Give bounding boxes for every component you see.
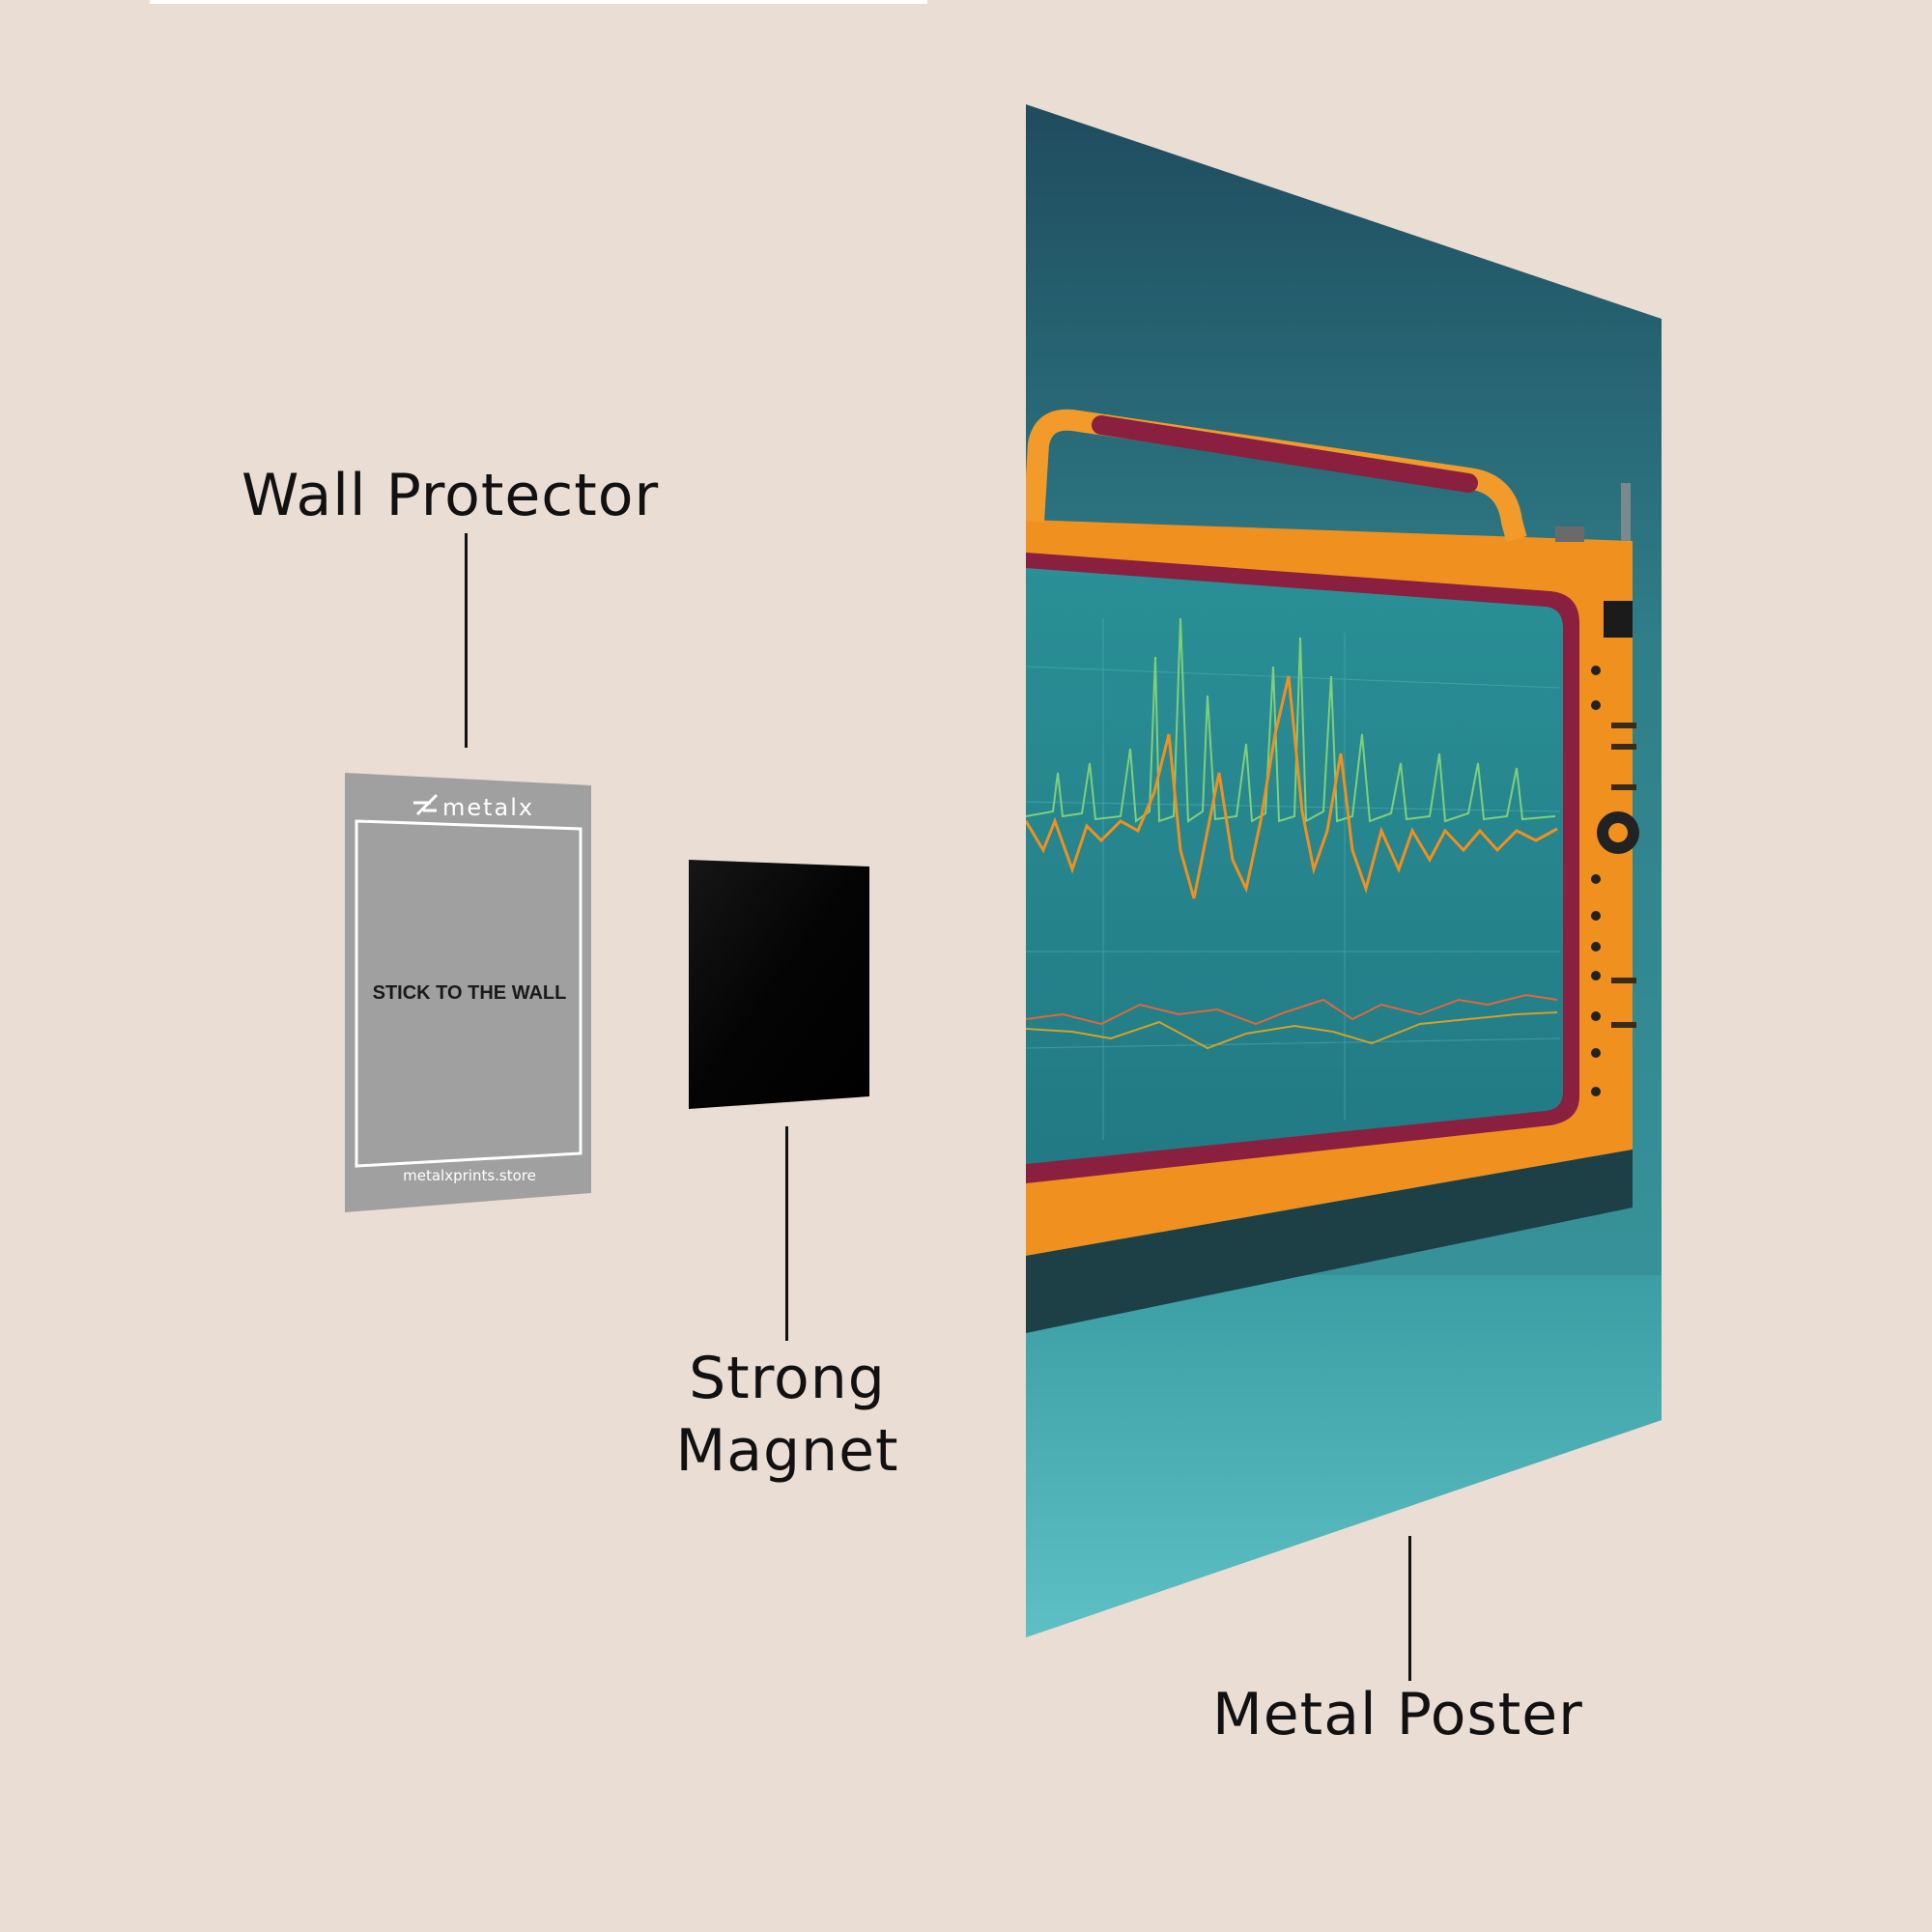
poster-panel-slot-1 (1611, 723, 1636, 728)
metal-poster-label: Metal Poster (1212, 1681, 1583, 1748)
poster-screen (1026, 568, 1563, 1164)
poster-panel-button-6 (1591, 971, 1601, 980)
wall-protector-sheet (345, 773, 591, 1212)
strong-magnet-label: Strong Magnet (657, 1343, 918, 1488)
poster-top-knob (1555, 526, 1584, 542)
wall-protector-leader (465, 533, 468, 748)
poster-waveform-green (1026, 617, 1556, 823)
poster-panel-dial-center-icon (1608, 823, 1628, 842)
poster-waveform-lower-2 (1026, 1011, 1558, 1050)
poster-panel-button-5 (1591, 942, 1601, 952)
wall-protector-brand: metalx (442, 794, 534, 821)
poster-panel-slot-5 (1611, 1022, 1636, 1028)
poster-panel-button-1 (1591, 666, 1601, 675)
metal-poster (1026, 104, 1662, 1637)
strong-magnet-label-line1: Strong (689, 1345, 886, 1412)
poster-device-handle-grip (1092, 415, 1478, 493)
wall-protector-website: metalxprints.store (403, 1167, 536, 1184)
strong-magnet-leader (785, 1126, 788, 1341)
poster-panel-slot-2 (1611, 744, 1636, 750)
poster-panel-button-4 (1591, 911, 1601, 921)
strong-magnet-sheet (689, 860, 869, 1109)
poster-panel-button-9 (1591, 1087, 1601, 1096)
poster-panel-display (1604, 601, 1633, 638)
metalx-logo-icon (413, 793, 439, 816)
poster-waveform-lower (1026, 993, 1558, 1026)
strong-magnet-label-line2: Magnet (675, 1417, 899, 1485)
poster-floor (1026, 1275, 1662, 1637)
poster-panel-slot-3 (1611, 784, 1636, 790)
poster-screen-grid (1026, 618, 1561, 1140)
wall-protector-border (355, 819, 582, 1168)
poster-device-base (1026, 1150, 1633, 1333)
top-strip (150, 0, 927, 4)
poster-panel-slot-4 (1611, 978, 1636, 983)
wall-protector-instruction: STICK TO THE WALL (373, 982, 567, 1004)
poster-antenna (1621, 483, 1631, 541)
wall-protector-label: Wall Protector (242, 462, 660, 529)
poster-panel-button-2 (1591, 700, 1601, 710)
poster-panel-button-7 (1591, 1011, 1601, 1021)
poster-control-panel (1591, 601, 1639, 1096)
metal-poster-leader (1408, 1536, 1411, 1681)
poster-waveform-orange (1026, 675, 1558, 899)
poster-panel-button-8 (1591, 1048, 1601, 1058)
wall-protector-card: metalx STICK TO THE WALL metalxprints.st… (345, 773, 591, 1212)
poster-panel-button-3 (1591, 874, 1601, 884)
